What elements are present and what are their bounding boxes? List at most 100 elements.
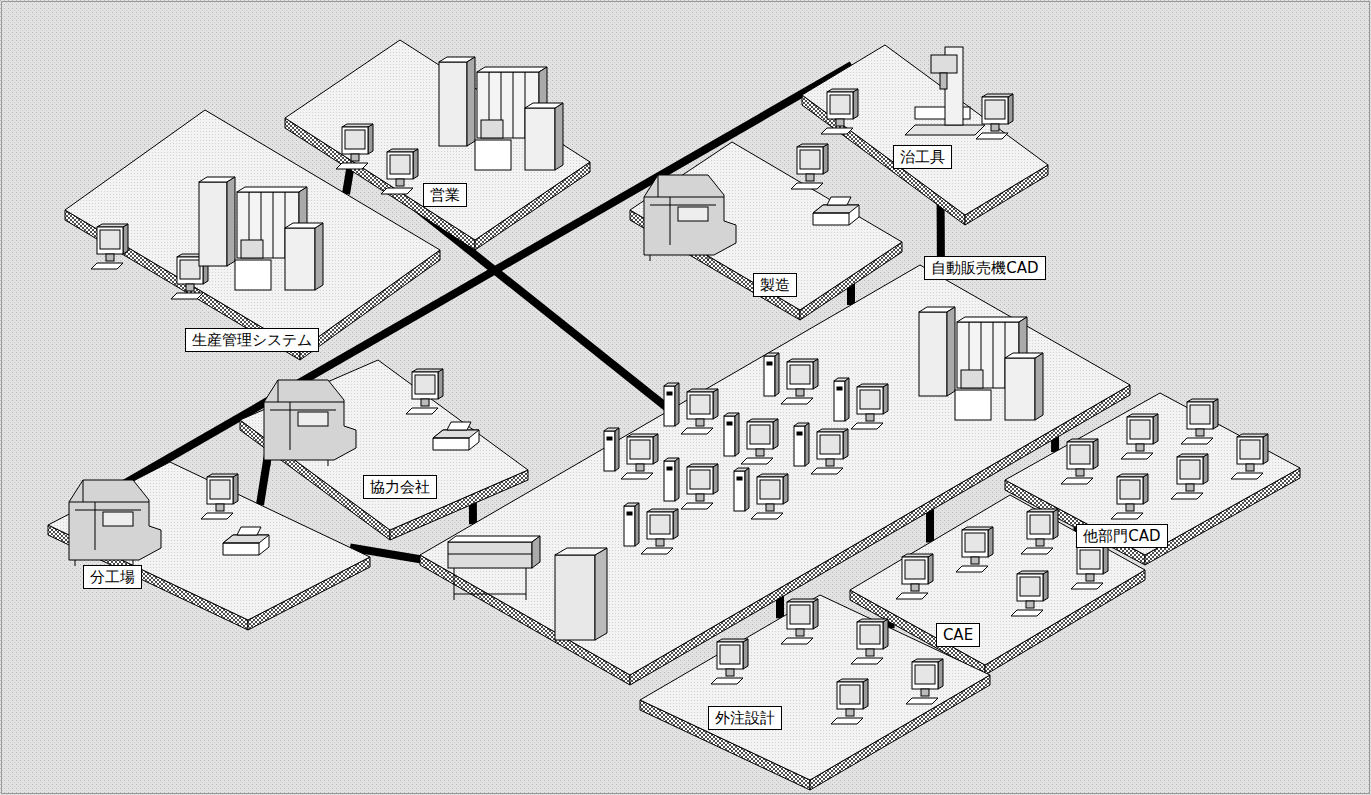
- icon-part: [845, 378, 849, 421]
- icon-part: [745, 468, 749, 511]
- monitor-icon: [1111, 474, 1148, 519]
- label-holder: 営業: [423, 183, 467, 207]
- icon-part: [1130, 420, 1150, 439]
- icon-part: [1203, 454, 1208, 484]
- machine-tool-icon: [905, 47, 985, 135]
- icon-part: [971, 557, 979, 564]
- icon-part: [532, 536, 540, 568]
- icon-part: [696, 419, 704, 426]
- icon-part: [555, 103, 563, 170]
- icon-part: [650, 515, 670, 534]
- icon-part: [433, 430, 479, 450]
- icon-part: [644, 175, 724, 245]
- icon-part: [805, 423, 809, 466]
- monitor-icon: [1021, 509, 1058, 554]
- icon-part: [621, 473, 653, 479]
- icon-part: [241, 240, 263, 258]
- icon-part: [988, 527, 993, 557]
- icon-part: [555, 555, 595, 640]
- icon-part: [735, 413, 739, 456]
- icon-part: [413, 149, 418, 179]
- icon-part: [1008, 94, 1013, 124]
- icon-part: [857, 387, 883, 414]
- icon-part: [678, 207, 708, 221]
- icon-part: [123, 224, 128, 254]
- icon-part: [1120, 480, 1140, 499]
- icon-part: [831, 718, 863, 724]
- icon-part: [690, 470, 710, 489]
- icon-part: [911, 584, 919, 591]
- icon-part: [237, 187, 307, 192]
- icon-part: [1177, 457, 1203, 484]
- icon-part: [915, 665, 935, 684]
- icon-part: [1061, 478, 1093, 484]
- icon-part: [1026, 601, 1034, 608]
- workstation-icon: [664, 458, 718, 509]
- icon-part: [866, 649, 874, 656]
- icon-part: [199, 182, 227, 266]
- icon-part: [223, 535, 269, 543]
- icon-part: [823, 144, 828, 174]
- icon-part: [1103, 544, 1108, 574]
- icon-part: [750, 425, 770, 444]
- icon-part: [820, 435, 840, 454]
- icon-part: [448, 554, 532, 600]
- workstation-icon: [604, 428, 658, 479]
- label-holder: CAE: [936, 623, 980, 647]
- workstation-icon: [764, 353, 818, 404]
- label-holder: 協力会社: [363, 475, 437, 499]
- cabinet-icon: [555, 548, 607, 640]
- icon-part: [851, 423, 883, 429]
- icon-part: [860, 390, 880, 409]
- icon-part: [726, 669, 734, 676]
- icon-part: [627, 437, 653, 464]
- icon-part: [345, 130, 365, 149]
- monitor-icon: [906, 659, 943, 704]
- icon-part: [1020, 577, 1040, 596]
- platform-label: 製造: [753, 273, 797, 297]
- icon-part: [836, 119, 844, 126]
- icon-part: [1143, 474, 1148, 504]
- icon-part: [100, 230, 120, 249]
- icon-part: [1027, 512, 1053, 539]
- icon-part: [796, 629, 804, 636]
- icon-part: [1011, 610, 1043, 616]
- icon-part: [675, 458, 679, 501]
- icon-part: [1043, 571, 1048, 601]
- icon-part: [773, 419, 778, 449]
- icon-part: [863, 679, 868, 709]
- icon-part: [223, 543, 259, 555]
- icon-part: [1077, 544, 1108, 547]
- workstation-icon: [794, 423, 848, 474]
- icon-part: [883, 384, 888, 414]
- icon-part: [687, 392, 713, 419]
- icon-part: [902, 557, 928, 584]
- icon-part: [1053, 509, 1058, 539]
- icon-part: [775, 353, 779, 396]
- icon-part: [690, 395, 710, 414]
- icon-part: [817, 432, 843, 459]
- platform-top: [65, 110, 440, 350]
- monitor-icon: [1121, 414, 1158, 459]
- machine-icon: [644, 175, 736, 261]
- icon-part: [883, 619, 888, 649]
- icon-part: [985, 100, 1005, 119]
- monitor-icon: [1071, 544, 1108, 589]
- icon-part: [237, 527, 261, 535]
- monitor-icon: [956, 527, 993, 572]
- icon-part: [675, 383, 679, 426]
- icon-part: [97, 227, 123, 254]
- icon-part: [781, 398, 813, 404]
- icon-part: [800, 150, 820, 169]
- label-holder: 他部門CAD: [1076, 524, 1167, 548]
- icon-part: [711, 678, 743, 684]
- icon-part: [830, 95, 850, 114]
- icon-part: [687, 467, 713, 494]
- icon-part: [938, 659, 943, 689]
- icon-part: [103, 512, 133, 526]
- icon-part: [717, 642, 743, 669]
- icon-part: [227, 177, 235, 266]
- platform-top: [1005, 393, 1300, 555]
